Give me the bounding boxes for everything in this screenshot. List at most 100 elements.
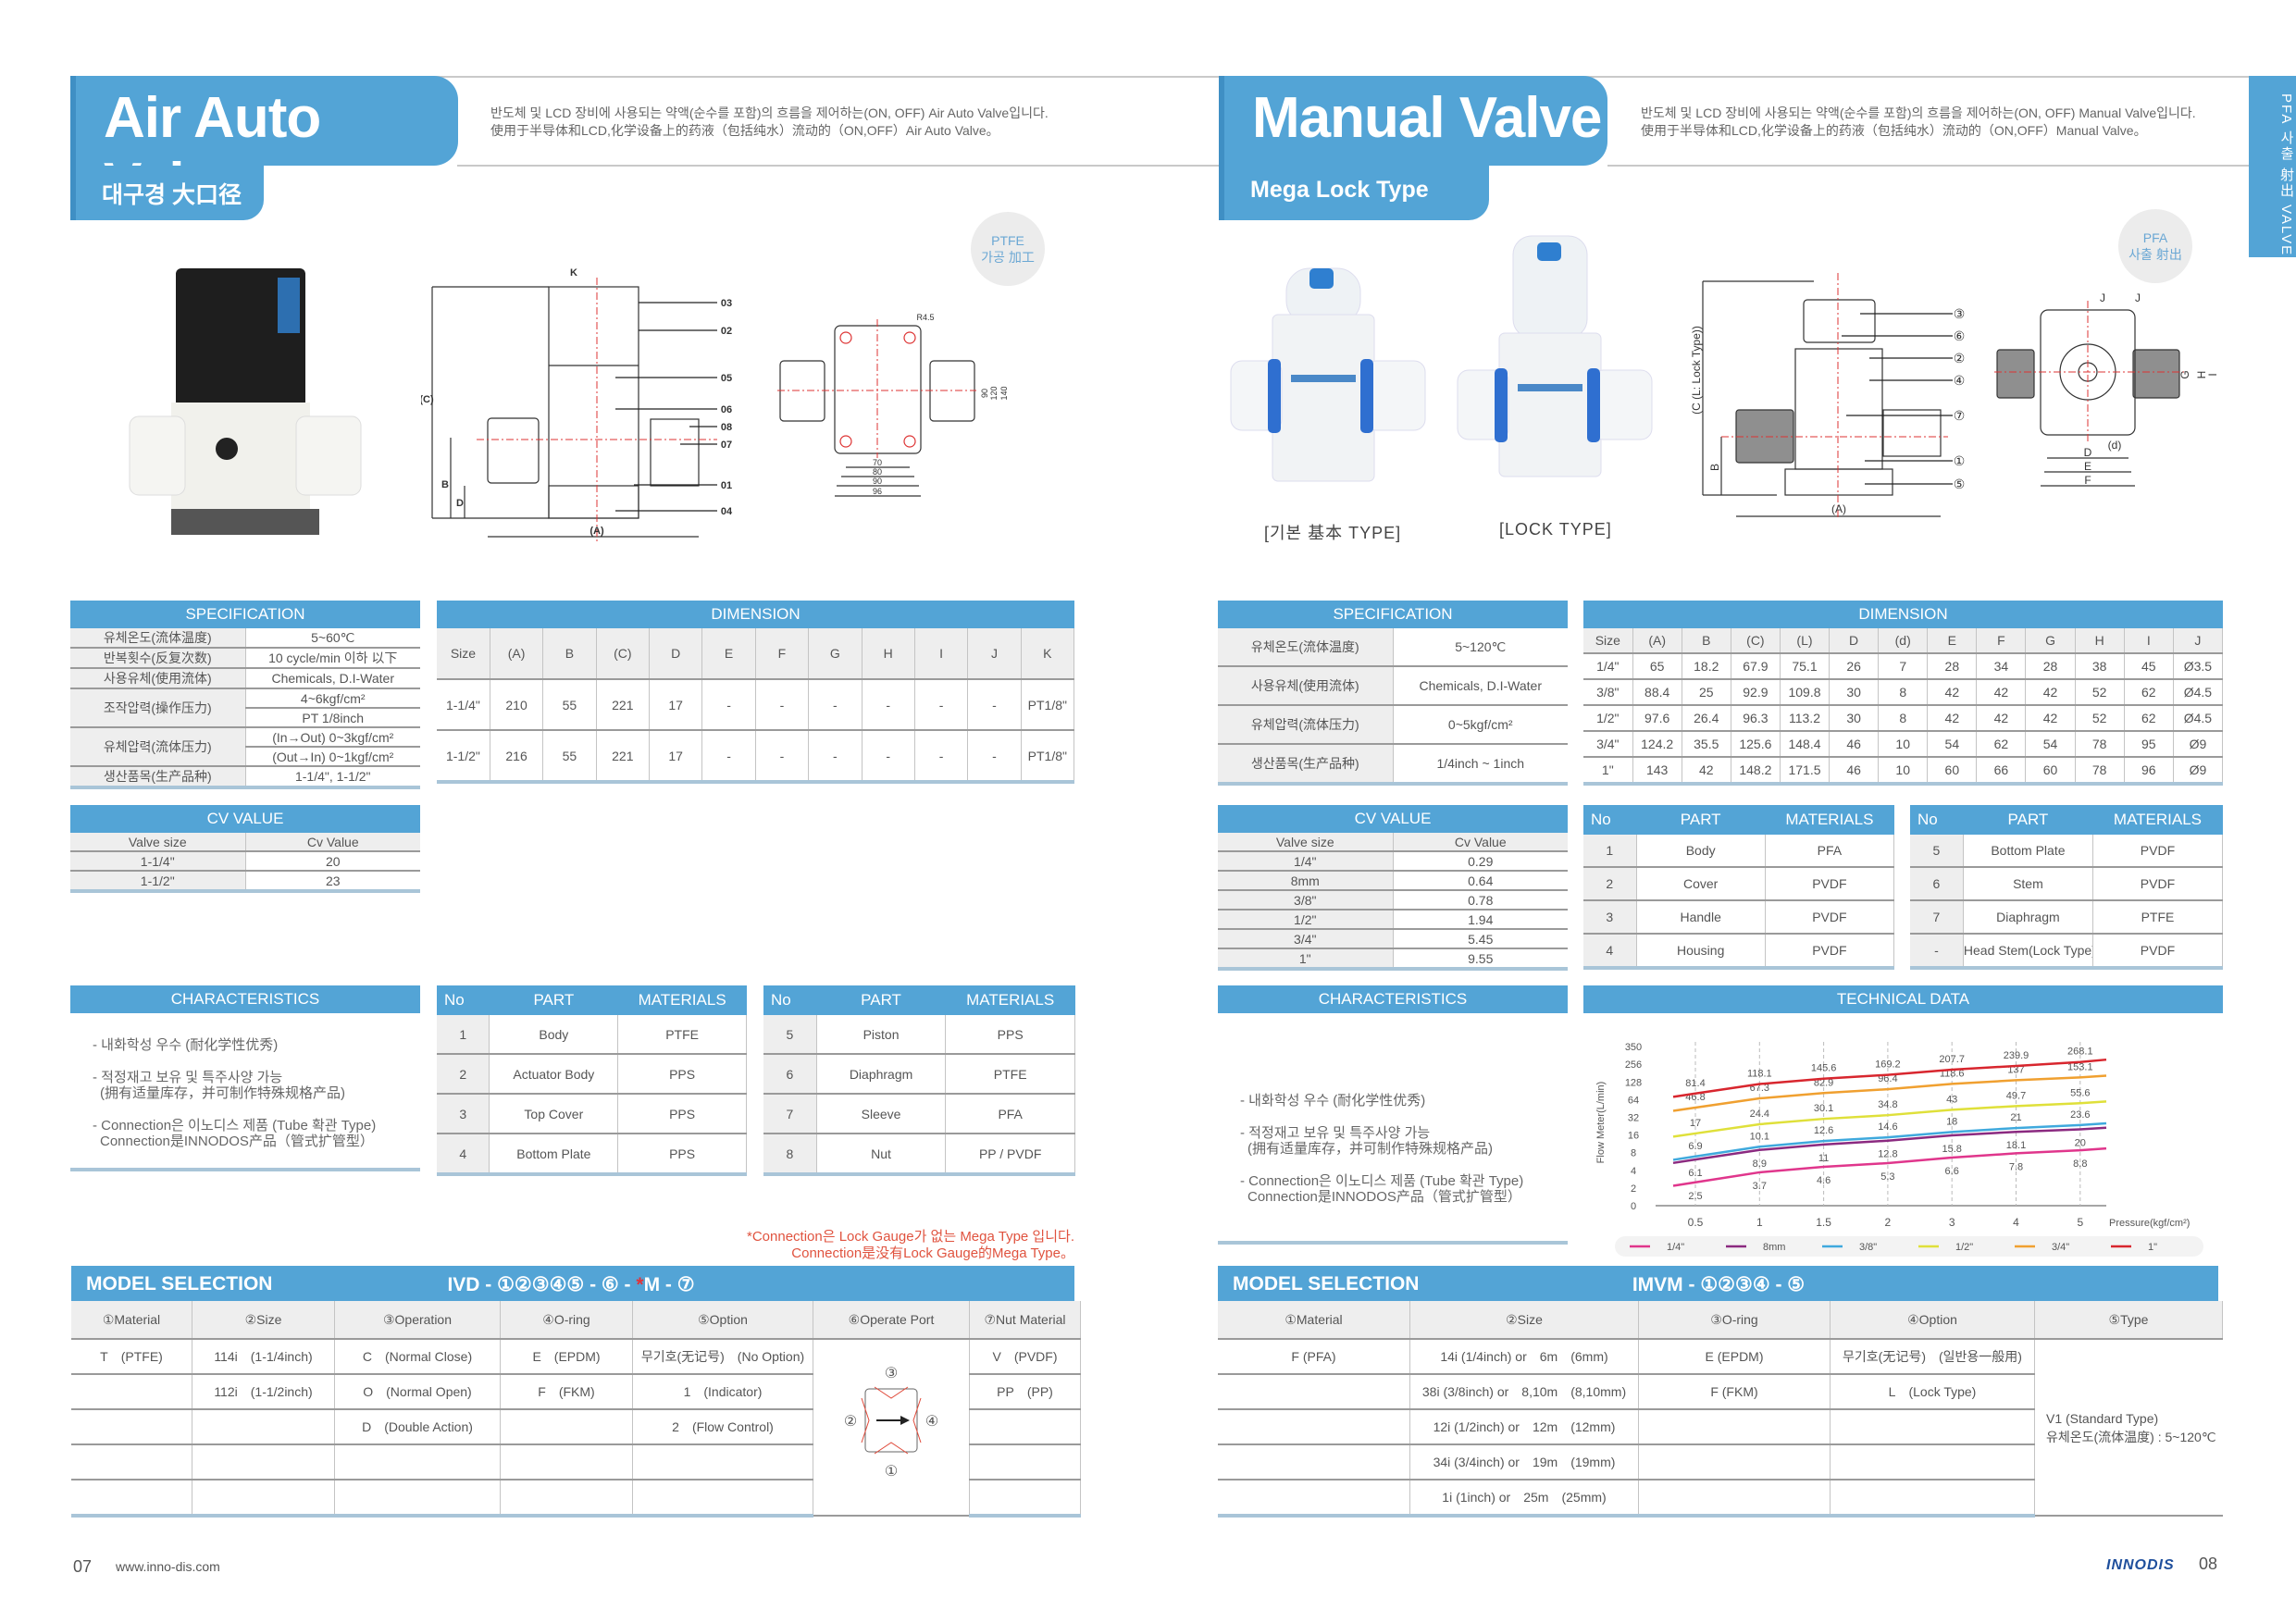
- option-text: (1-1/4inch): [250, 1349, 313, 1364]
- data-label: 2.5: [1688, 1191, 1702, 1202]
- dim-90: 90: [873, 477, 882, 486]
- callout-01: 01: [721, 480, 732, 491]
- section-header: TECHNICAL DATA: [1583, 985, 2223, 1013]
- table-row: 유체압력(流体压力)0~5kgf/cm²: [1218, 705, 1568, 745]
- side-tab-pfa-valve[interactable]: PFA 사출 射出 VALVE: [2249, 76, 2296, 257]
- website-link[interactable]: www.inno-dis.com: [116, 1559, 220, 1574]
- dim-a: (A): [590, 526, 604, 537]
- data-label: 21: [2010, 1112, 2021, 1123]
- option-text: PP: [997, 1384, 1014, 1399]
- table-row: [71, 1444, 1081, 1481]
- option-text: (Lock Type): [1908, 1384, 1977, 1399]
- section-header: DIMENSION: [1583, 601, 2223, 628]
- data-label: 8.8: [2073, 1158, 2087, 1170]
- characteristics-left: CHARACTERISTICS - 내화학성 우수 (耐化学性优秀)- 적정재고…: [70, 985, 420, 1171]
- characteristic-line: - 적정재고 보유 및 특주사양 가능: [1240, 1125, 1431, 1141]
- column-header: (A): [490, 628, 544, 680]
- y-tick-label: 4: [1631, 1166, 1636, 1177]
- table-cell: Ø9: [2173, 757, 2224, 786]
- dim-a: (A): [1831, 502, 1846, 515]
- part-material: PVDF: [1765, 934, 1895, 970]
- dim-96: 96: [873, 487, 882, 496]
- x-axis-label: Pressure(kgf/cm²): [2109, 1218, 2190, 1229]
- option-cell: [632, 1480, 813, 1518]
- series-line-3: [1672, 1100, 2107, 1138]
- part-name: Stem: [1963, 867, 2093, 901]
- table-cell: 42: [1976, 679, 2027, 706]
- option-text: (12mm): [1570, 1419, 1616, 1434]
- table-cell: 3/8": [1218, 890, 1394, 911]
- column-header: Cv Value: [1393, 833, 1568, 852]
- column-header: No: [1583, 805, 1637, 835]
- characteristic-item: - 내화학성 우수 (耐化学性优秀): [93, 1037, 420, 1053]
- table-row: [71, 1480, 1081, 1518]
- product-description: 반도체 및 LCD 장비에 사용되는 약액(순수를 포함)의 흐름을 제어하는(…: [490, 105, 1049, 140]
- spec-value: (Out→In) 0~1kgf/cm²: [245, 747, 420, 767]
- data-label: 6.1: [1688, 1168, 1702, 1179]
- table-cell: 54: [1927, 731, 1978, 758]
- part-no: 3: [1583, 900, 1637, 935]
- table-cell: 210: [490, 679, 544, 731]
- option-text: 6m: [1539, 1349, 1558, 1364]
- callout-08: 08: [721, 422, 732, 433]
- option-text: 19m: [1532, 1455, 1558, 1469]
- operate-port-icon: ③ ② ④ ①: [844, 1366, 938, 1480]
- option-text: F: [538, 1384, 546, 1399]
- table-cell: 5.45: [1393, 929, 1568, 949]
- callout-6: ⑥: [1954, 328, 1966, 343]
- table-cell: 113.2: [1780, 705, 1831, 732]
- series-line-4: [1672, 1074, 2107, 1112]
- table-cell: 45: [2124, 653, 2174, 680]
- table-cell: -: [755, 679, 810, 731]
- spec-label: 생산품목(生产品种): [70, 766, 246, 789]
- part-name: Body: [489, 1015, 619, 1055]
- table-cell: 1": [1583, 757, 1633, 786]
- column-header: H: [862, 628, 915, 680]
- series-line-0: [1672, 1146, 2107, 1187]
- column-header: B: [1682, 628, 1731, 654]
- spec-label: 반복횟수(反复次数): [70, 648, 246, 669]
- header-rule-right: [1607, 165, 2249, 167]
- table-cell: 7: [1878, 653, 1929, 680]
- option-text: (Flow Control): [691, 1419, 774, 1434]
- part-material: PTFE: [617, 1015, 747, 1055]
- table-cell: 62: [2124, 679, 2174, 706]
- column-header: Cv Value: [245, 833, 420, 852]
- table-cell: 95: [2124, 731, 2174, 758]
- part-no: 7: [1910, 900, 1964, 935]
- table-cell: 78: [2075, 757, 2125, 786]
- option-text: (25mm): [1561, 1490, 1607, 1505]
- characteristic-line: - Connection은 이노디스 제품 (Tube 확관 Type): [1240, 1173, 1524, 1189]
- table-cell: 216: [490, 730, 544, 784]
- column-header: D: [1829, 628, 1880, 654]
- part-name: Piston: [816, 1015, 947, 1055]
- table-cell: 124.2: [1632, 731, 1682, 758]
- table-cell: Ø9: [2173, 731, 2224, 758]
- x-tick-label: 1: [1756, 1216, 1763, 1229]
- option-text: C: [362, 1349, 372, 1364]
- dim-c-lock: (C (L: Lock Type)): [1690, 326, 1703, 415]
- description-ko: 반도체 및 LCD 장비에 사용되는 약액(순수를 포함)의 흐름을 제어하는(…: [490, 105, 1049, 120]
- table-cell: 109.8: [1780, 679, 1831, 706]
- spec-value: 1-1/4", 1-1/2": [245, 766, 420, 789]
- callout-1: ①: [1954, 453, 1966, 468]
- column-header: (L): [1780, 628, 1831, 654]
- spec-value: Chemicals, D.I-Water: [245, 668, 420, 689]
- column-header: ③Operation: [334, 1301, 501, 1340]
- table-cell: 96.3: [1731, 705, 1781, 732]
- model-selection-header: MODEL SELECTION IVD - ①②③④⑤ - ⑥ - *M - ⑦: [71, 1266, 1074, 1301]
- table-cell: 1": [1218, 948, 1394, 971]
- part-name: Diaphragm: [816, 1054, 947, 1095]
